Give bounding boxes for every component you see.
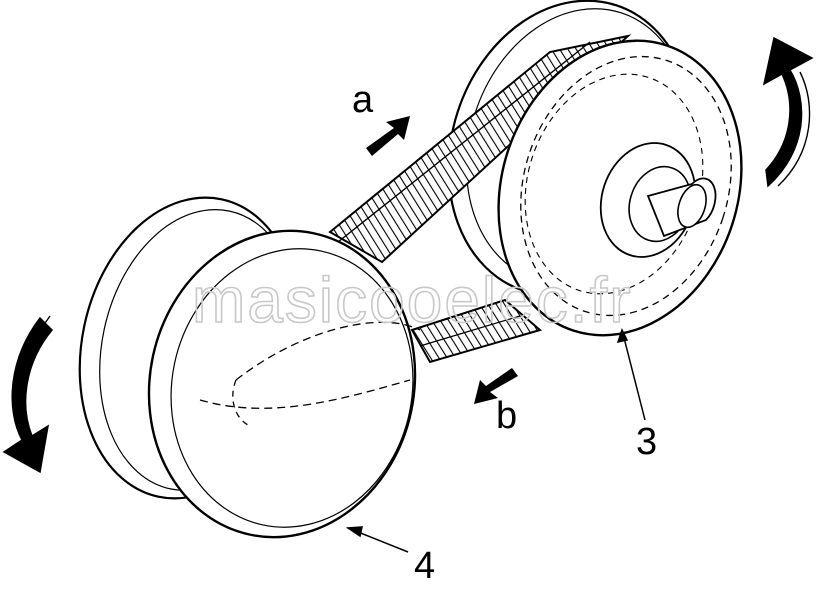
- belt-lower-span: [410, 298, 543, 364]
- driven-pulley-front-sheave: [497, 39, 743, 337]
- curved-arrow-up-icon: [762, 36, 814, 188]
- push-arrow-icon: [366, 116, 518, 404]
- label-drive-pulley-4: 4: [414, 545, 435, 587]
- drive-pulley-front-sheave: [147, 229, 421, 539]
- label-b: b: [496, 395, 517, 437]
- watermark: masicooelec.fr: [192, 264, 633, 336]
- leader-lines: [345, 328, 646, 553]
- curved-arrow-down-icon: [2, 315, 54, 474]
- label-a: a: [352, 79, 374, 121]
- label-driven-pulley-3: 3: [636, 421, 657, 463]
